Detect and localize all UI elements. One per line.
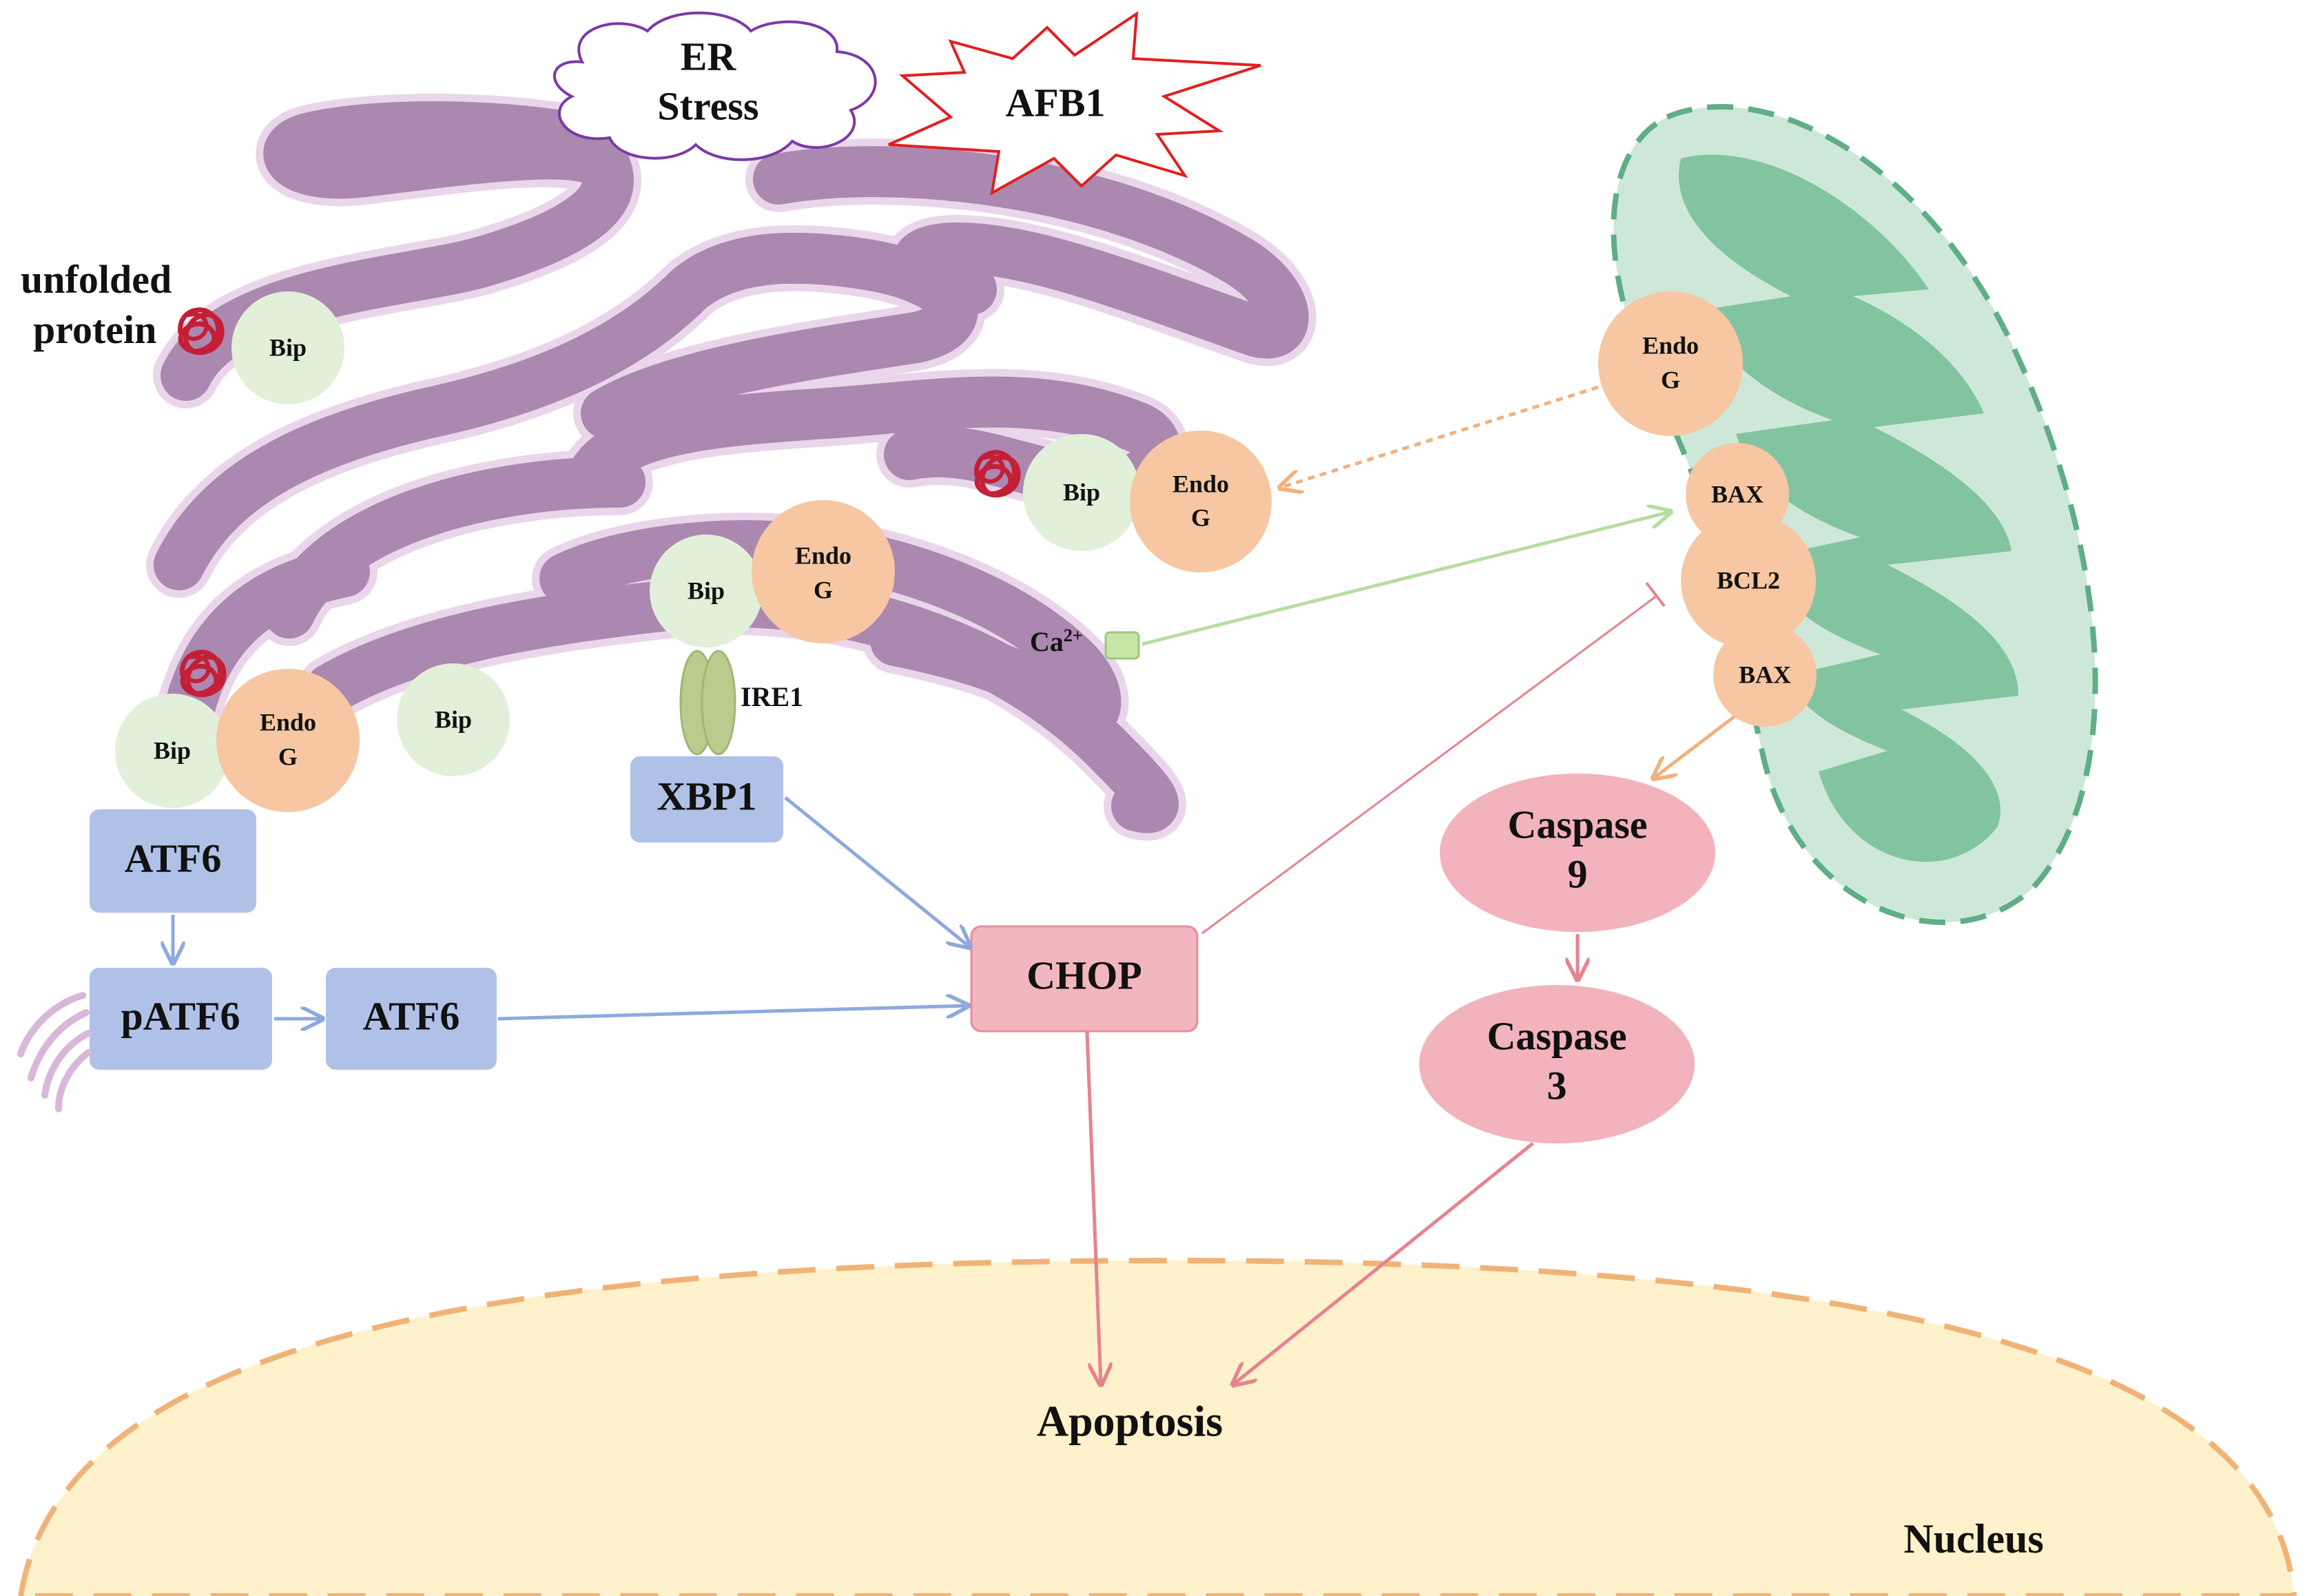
er-stress-label-line2: Stress [657, 83, 758, 128]
arrow-caspase3-to-apoptosis [1233, 1142, 1534, 1385]
arrow-chop-to-apoptosis [1085, 1031, 1101, 1385]
bip-circle-3: Bip [650, 535, 763, 647]
svg-text:Bip: Bip [1063, 478, 1100, 506]
svg-text:Endo: Endo [795, 541, 851, 569]
endo-g-circle-3: Endo G [752, 500, 895, 643]
atf6-box-2: ATF6 [326, 968, 497, 1070]
svg-text:3: 3 [1547, 1063, 1567, 1108]
svg-text:Bip: Bip [688, 577, 725, 604]
apoptosis-label: Apoptosis [1037, 1397, 1223, 1446]
svg-text:Endo: Endo [1172, 470, 1229, 497]
arrow-atf6-to-chop [497, 1006, 968, 1021]
nucleus [17, 1257, 2297, 1596]
svg-text:Caspase: Caspase [1487, 1013, 1626, 1058]
xbp1-box: XBP1 [630, 756, 783, 842]
unfolded-protein-label-line1: unfolded [21, 257, 172, 302]
afb1-burst: AFB1 [888, 11, 1261, 196]
bip-circle-4: Bip [115, 694, 229, 808]
bip-circle-5: Bip [397, 663, 510, 776]
nucleus-label: Nucleus [1903, 1516, 2043, 1562]
er-stress-label-line1: ER [681, 34, 737, 79]
svg-text:9: 9 [1568, 851, 1588, 896]
svg-text:Bip: Bip [154, 736, 191, 764]
calcium-channel [1104, 631, 1140, 660]
svg-text:BAX: BAX [1739, 661, 1791, 688]
svg-text:Bip: Bip [269, 333, 307, 361]
patf6-box: pATF6 [90, 968, 272, 1070]
svg-text:G: G [1661, 366, 1680, 393]
svg-text:Endo: Endo [1642, 331, 1699, 359]
svg-text:BCL2: BCL2 [1717, 566, 1780, 594]
atf6-box-1: ATF6 [90, 809, 256, 913]
er-stress-cloud: ER Stress [552, 11, 877, 161]
bip-circle-2: Bip [1023, 434, 1140, 551]
arrow-xbp1-to-chop [784, 796, 970, 947]
svg-text:Caspase: Caspase [1507, 802, 1647, 847]
unfolded-protein-label-line2: protein [33, 307, 156, 352]
svg-text:G: G [814, 576, 833, 603]
endo-g-circle-4: Endo G [216, 669, 360, 812]
bcl2-circle: BCL2 [1681, 513, 1816, 648]
caspase-3-ellipse: Caspase 3 [1419, 985, 1695, 1143]
svg-text:CHOP: CHOP [1026, 953, 1142, 997]
svg-text:Endo: Endo [260, 708, 316, 736]
ire1-label: IRE1 [741, 681, 803, 712]
arrow-endo-g-release [1280, 385, 1599, 488]
svg-text:G: G [1191, 504, 1210, 531]
svg-text:Bip: Bip [435, 705, 472, 733]
endo-g-circle-2: Endo G [1130, 431, 1272, 572]
svg-text:BAX: BAX [1711, 480, 1764, 508]
svg-text:G: G [278, 743, 298, 770]
bip-circle-1: Bip [231, 291, 344, 404]
ire1-receptor [679, 650, 736, 756]
golgi-icon [17, 992, 92, 1112]
svg-text:ATF6: ATF6 [125, 836, 222, 880]
svg-text:ATF6: ATF6 [363, 993, 460, 1038]
svg-text:XBP1: XBP1 [657, 774, 757, 818]
mitochondrion [1611, 104, 2098, 925]
chop-box: CHOP [970, 925, 1199, 1033]
svg-text:pATF6: pATF6 [121, 993, 240, 1038]
calcium-label: Ca2+ [1030, 625, 1083, 657]
arrow-bax-to-caspase9 [1653, 715, 1736, 778]
caspase-9-ellipse: Caspase 9 [1440, 774, 1715, 932]
arrow-calcium-to-bax [1141, 512, 1671, 646]
afb1-label: AFB1 [1006, 80, 1106, 125]
endoplasmic-reticulum [146, 93, 1316, 841]
bax-circle-bottom: BAX [1713, 623, 1817, 727]
endo-g-circle-mito: Endo G [1598, 291, 1743, 436]
inhibition-chop-bcl2 [1201, 594, 1657, 935]
pathway-arrows [173, 385, 1736, 1385]
